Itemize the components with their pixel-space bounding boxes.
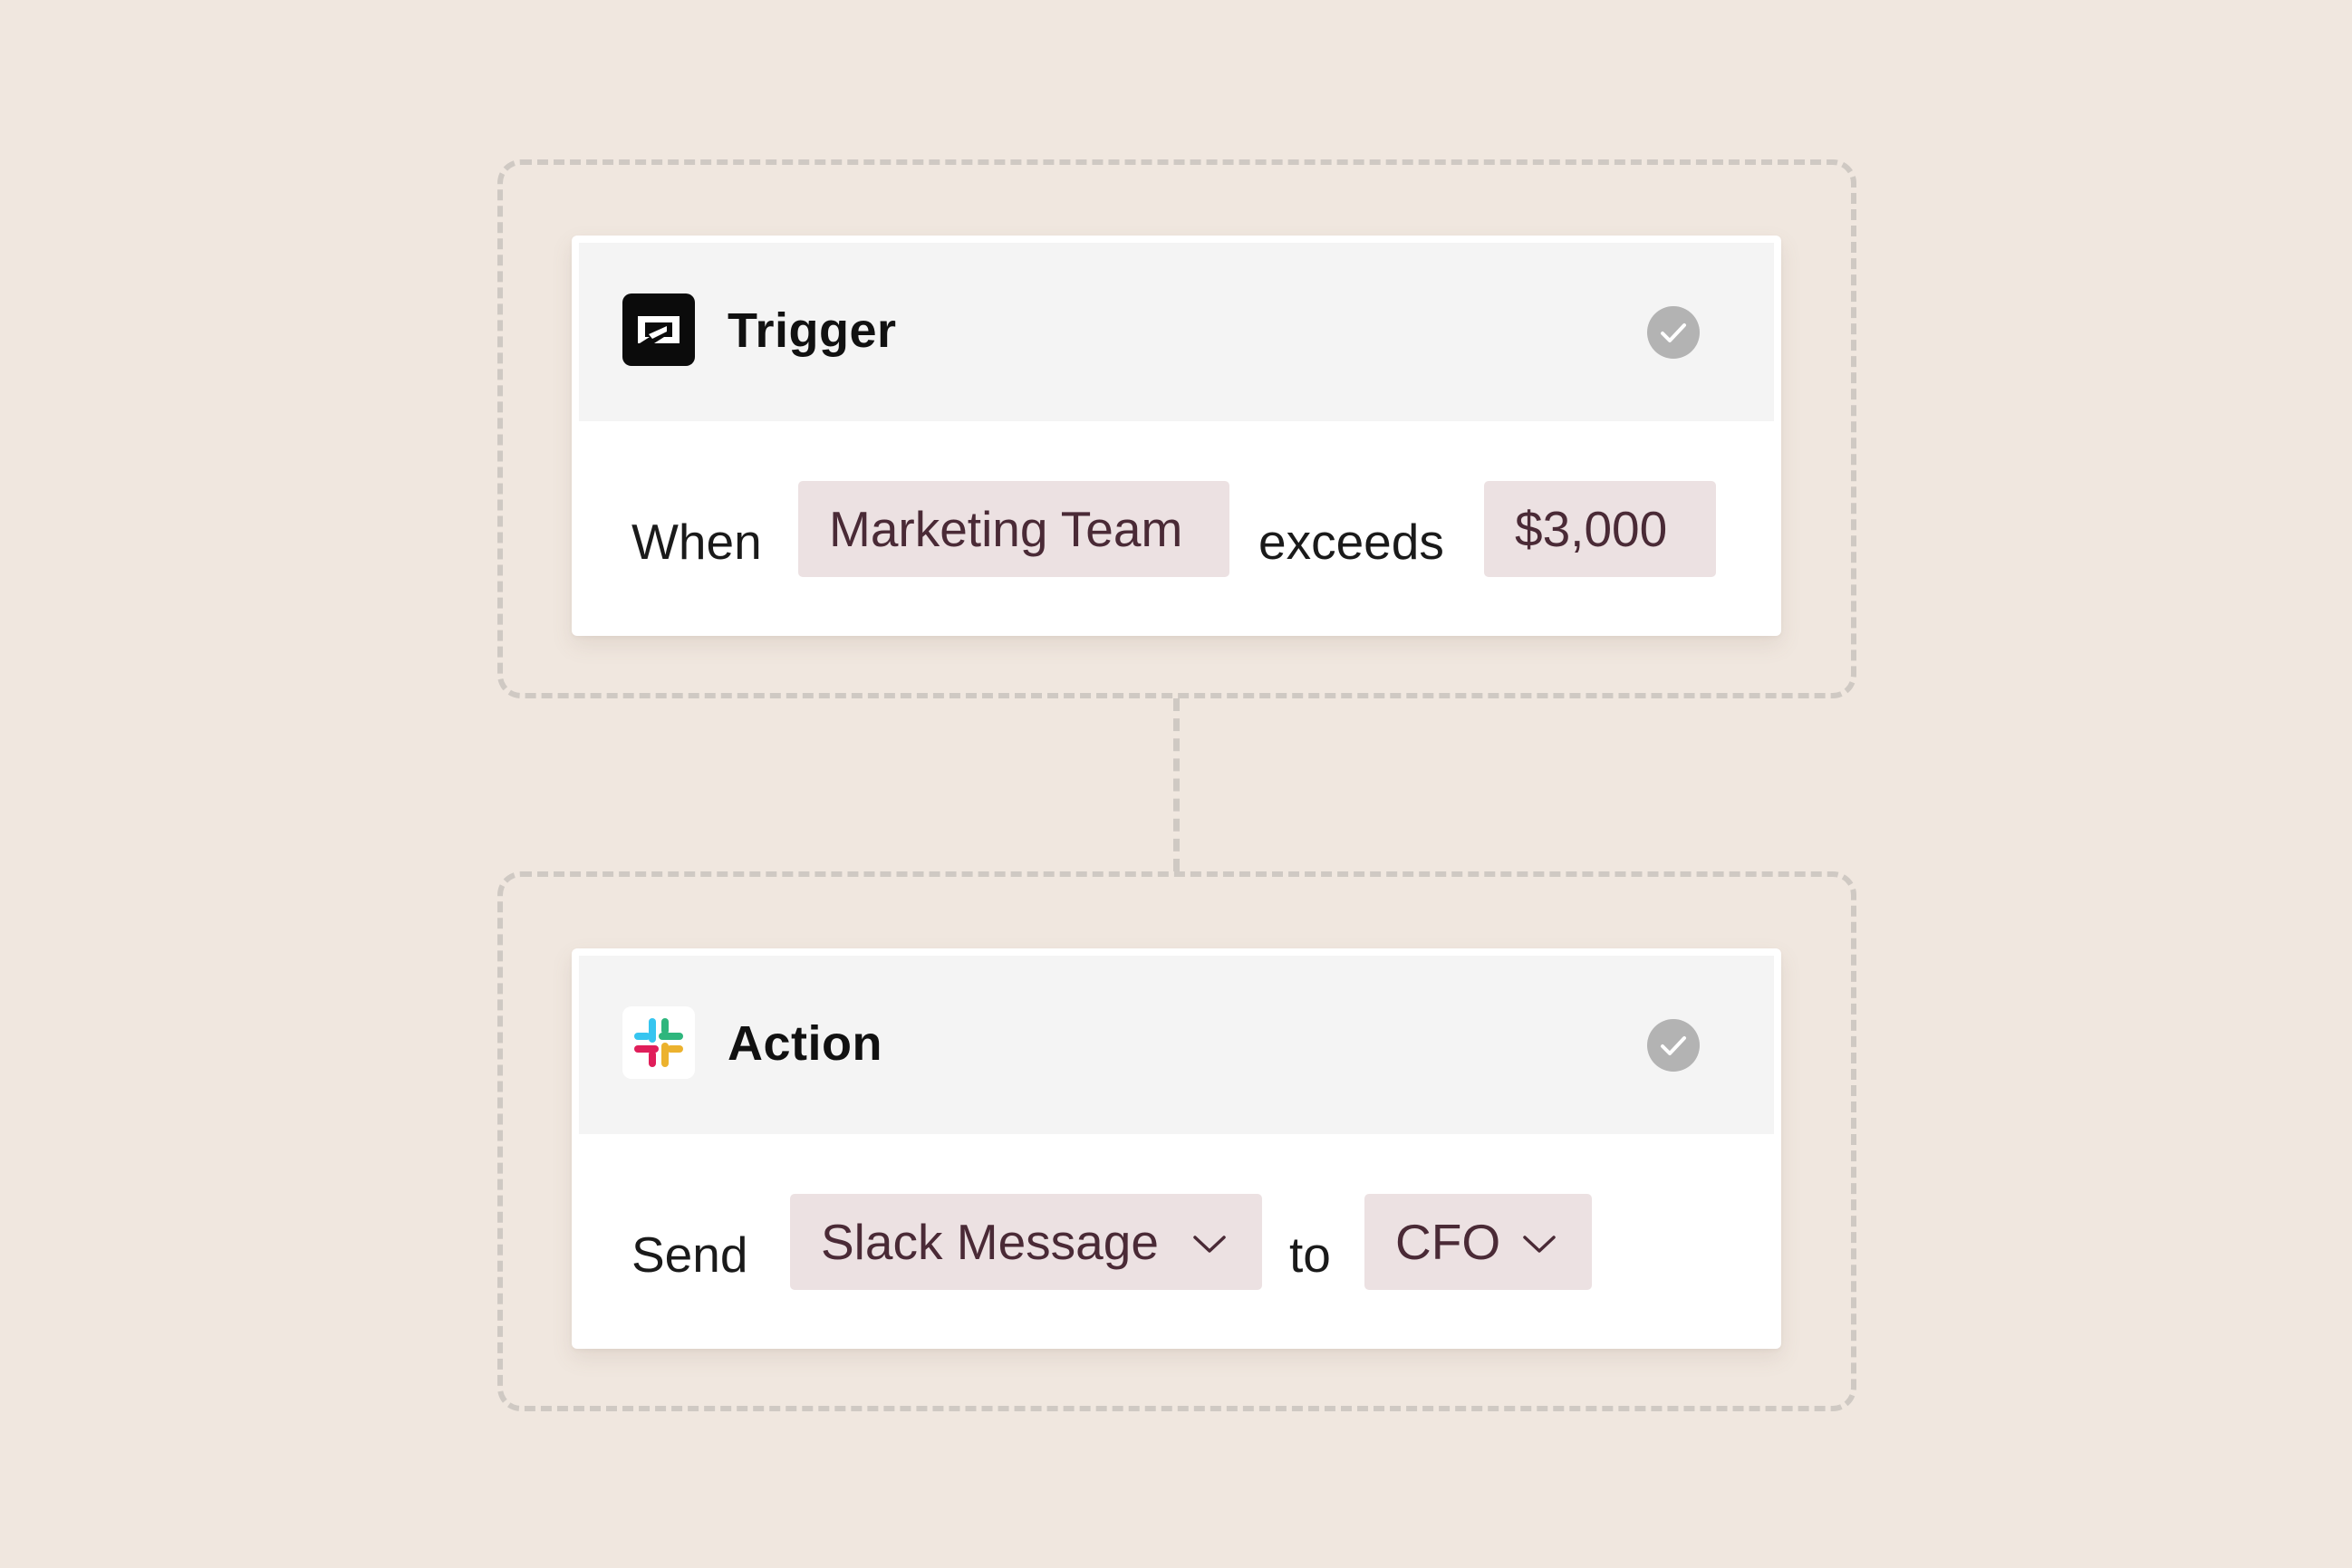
action-title: Action bbox=[728, 1016, 882, 1071]
exceeds-label: exceeds bbox=[1258, 514, 1444, 570]
check-icon bbox=[1647, 1019, 1700, 1072]
trigger-title: Trigger bbox=[728, 303, 897, 358]
chevron-down-icon bbox=[1523, 1236, 1556, 1253]
action-card: Action Send Slack Message to CFO bbox=[572, 948, 1781, 1349]
channel-dropdown[interactable]: Slack Message bbox=[790, 1194, 1262, 1290]
send-label: Send bbox=[631, 1227, 748, 1283]
team-selector-value: Marketing Team bbox=[829, 501, 1183, 557]
recipient-dropdown[interactable]: CFO bbox=[1364, 1194, 1592, 1290]
amount-field[interactable]: $3,000 bbox=[1484, 481, 1716, 577]
chevron-down-icon bbox=[1193, 1236, 1226, 1253]
ramp-logo-icon bbox=[622, 293, 695, 366]
amount-value: $3,000 bbox=[1515, 501, 1668, 557]
action-step-frame bbox=[497, 871, 1856, 1411]
trigger-step-frame bbox=[497, 159, 1856, 698]
action-card-header: Action bbox=[579, 956, 1774, 1134]
trigger-card: Trigger When Marketing Team exceeds $3,0… bbox=[572, 236, 1781, 636]
team-selector[interactable]: Marketing Team bbox=[798, 481, 1229, 577]
trigger-rule: When Marketing Team exceeds $3,000 bbox=[572, 421, 1781, 636]
when-label: When bbox=[631, 514, 762, 570]
channel-dropdown-value: Slack Message bbox=[821, 1214, 1159, 1270]
check-icon bbox=[1647, 306, 1700, 359]
trigger-card-header: Trigger bbox=[579, 243, 1774, 421]
slack-logo-icon bbox=[622, 1006, 695, 1079]
action-rule: Send Slack Message to CFO bbox=[572, 1134, 1781, 1349]
step-connector bbox=[1173, 698, 1180, 871]
to-label: to bbox=[1289, 1227, 1331, 1283]
recipient-dropdown-value: CFO bbox=[1395, 1214, 1501, 1270]
